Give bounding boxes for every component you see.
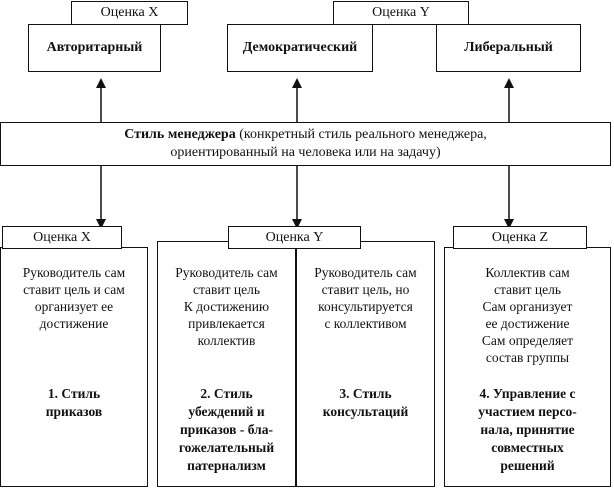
bottom-eval-y-label: Оценка Y: [228, 226, 361, 249]
top-style-authoritarian-box: [28, 24, 161, 72]
column-4-title: 4. Управление с участием персо- нала, пр…: [478, 386, 577, 473]
top-eval-y-label: Оценка Y: [333, 1, 469, 25]
manager-style-box: [0, 122, 611, 166]
top-style-authoritarian: Авторитарный: [46, 40, 143, 55]
bottom-eval-x-label: Оценка X: [2, 226, 122, 249]
column-1-text: Руководитель сам ставит цель и сам орган…: [22, 265, 126, 331]
bottom-eval-z-label: Оценка Z: [453, 226, 587, 249]
top-style-liberal: Либеральный: [464, 40, 553, 55]
top-eval-x-label: Оценка X: [71, 1, 188, 25]
column-3-title: 3. Стиль консультаций: [322, 386, 409, 419]
top-style-democratic-box: [227, 24, 373, 72]
manager-style-line1: Стиль менеджера (конкретный стиль реальн…: [0, 126, 611, 143]
column-3-text: Руководитель сам ставит цель, но консуль…: [314, 265, 417, 331]
top-style-liberal-box: [436, 24, 581, 72]
manager-style-title: Стиль менеджера: [124, 127, 236, 142]
column-4-text: Коллектив сам ставит цель Сам организует…: [481, 265, 574, 365]
column-1-title: 1. Стиль приказов: [45, 386, 103, 419]
manager-style-desc: (конкретный стиль реального менеджера,: [235, 127, 487, 142]
column-2-title: 2. Стиль убеждений и приказов - бла- гож…: [178, 386, 275, 473]
column-4-box: [444, 247, 611, 487]
column-2-box: [157, 241, 296, 487]
column-1-box: [0, 247, 148, 487]
column-3-box: [296, 241, 435, 487]
top-style-democratic: Демократический: [242, 40, 358, 55]
column-2-text: Руководитель сам ставит цель К достижени…: [175, 265, 278, 348]
manager-style-line2: ориентированный на человека или на задач…: [170, 145, 441, 160]
